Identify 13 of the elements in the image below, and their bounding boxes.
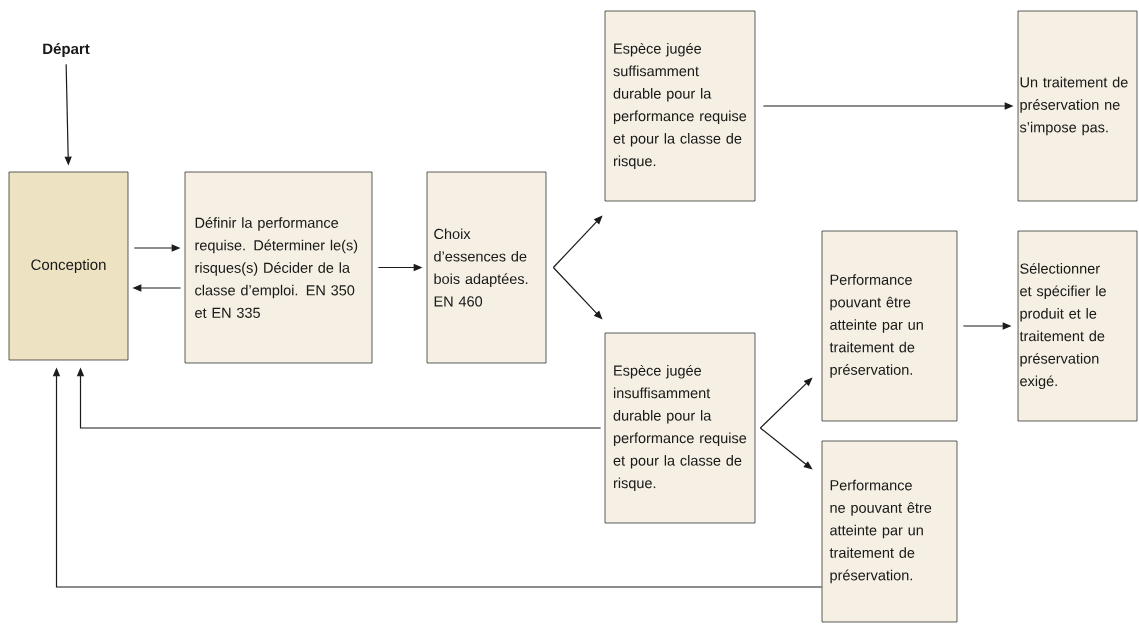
start-label: Départ <box>43 42 90 58</box>
process-box: Choix d’essences de bois adaptées. EN 460 <box>426 171 547 364</box>
arrow <box>552 266 603 320</box>
process-box: Performance ne pouvant être atteinte par un traitement de préservation. <box>821 440 958 623</box>
arrow <box>552 215 603 269</box>
process-box: Sélectionner et spécifier le produit et le traitement de préservation exigé. <box>1017 230 1138 422</box>
process-box: Performance pouvant être atteinte par un traitement de préservation. <box>821 230 958 422</box>
process-box: Espèce jugée suffisamment durable pour la performance requise et pour la classe de risque. <box>604 10 756 202</box>
process-box: Espèce jugée insuffisamment durable pour la performance requise et pour la classe de risque. <box>604 332 756 524</box>
process-box: Définir la performance requise. Déterminer le(s) risques(s) Décider de la classe d’emploi. EN 350 et EN 335 <box>184 171 373 364</box>
process-box: Conception <box>8 171 129 361</box>
process-box: Un traitement de préservation ne s’impose pas. <box>1017 10 1138 202</box>
arrow <box>759 377 813 429</box>
